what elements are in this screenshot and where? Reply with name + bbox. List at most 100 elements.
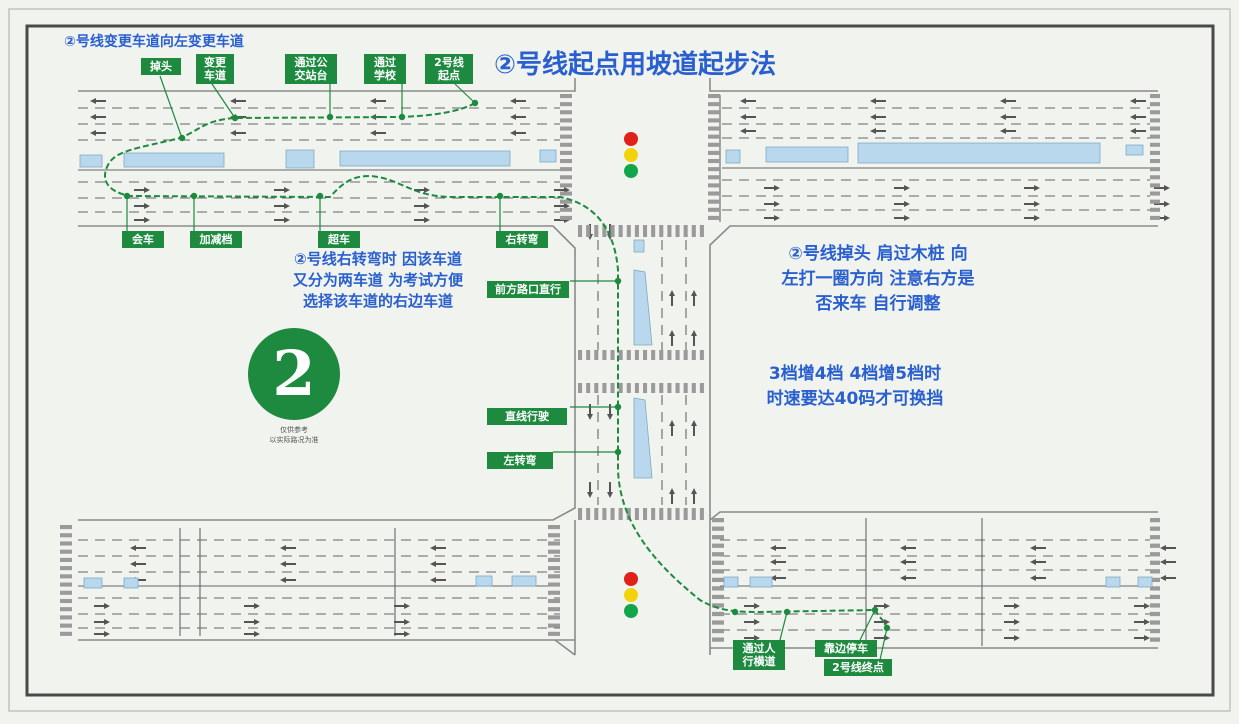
crosswalk-stripe	[626, 350, 631, 360]
crosswalk-stripe	[683, 350, 688, 360]
traffic-light-top	[624, 132, 638, 178]
crosswalk-stripe	[675, 508, 680, 520]
crosswalk-stripe	[659, 225, 664, 237]
label-change-lane: 变更 车道	[196, 54, 234, 84]
lane-arrow	[1004, 635, 1020, 641]
crosswalk-stripe	[586, 350, 591, 360]
crosswalk-stripe	[708, 126, 720, 131]
crosswalk-stripe	[675, 225, 680, 237]
lane-arrow	[1130, 114, 1146, 120]
lane-arrow	[90, 98, 106, 104]
crosswalk-stripe	[618, 383, 623, 393]
lane-arrow	[691, 330, 697, 346]
crosswalk-stripe	[712, 620, 724, 625]
crosswalk-stripe	[610, 225, 615, 237]
lane-arrow	[669, 488, 675, 504]
crosswalk-stripe	[560, 207, 572, 212]
crosswalk-stripe	[1150, 102, 1160, 107]
crosswalk-stripe	[699, 508, 704, 520]
lane-arrow	[1000, 114, 1016, 120]
lane-arrow	[134, 187, 150, 193]
crosswalk-stripe	[691, 383, 696, 393]
lane-arrow	[900, 559, 916, 565]
inner-frame	[25, 24, 1215, 697]
lane-arrow	[669, 290, 675, 306]
crosswalk-stripe	[1150, 207, 1160, 212]
crosswalk-stripe	[708, 215, 720, 220]
crosswalk-stripe	[560, 167, 572, 172]
lane-arrow	[280, 577, 296, 583]
lane-arrow	[370, 98, 386, 104]
crosswalk-stripe	[712, 586, 724, 591]
lane-arrow	[764, 185, 780, 191]
lane-arrow	[430, 545, 446, 551]
crosswalk-stripe	[712, 543, 724, 548]
crosswalk-stripe	[560, 134, 572, 139]
crosswalk-stripe	[708, 175, 720, 180]
lane-arrow	[510, 130, 526, 136]
crosswalk-stripe	[594, 225, 599, 237]
lane-arrow	[744, 619, 760, 625]
label-gear-change: 加减档	[190, 231, 242, 248]
crosswalk-stripe	[634, 225, 639, 237]
crosswalk-stripe	[60, 582, 72, 587]
crosswalk-stripe	[708, 199, 720, 204]
crosswalk-stripe	[651, 350, 656, 360]
lane-arrow	[230, 98, 246, 104]
lane-arrow	[1024, 201, 1040, 207]
crosswalk-stripe	[1150, 126, 1160, 131]
lane-arrow	[280, 561, 296, 567]
crosswalk-stripe	[1150, 526, 1160, 531]
crosswalk-stripe	[712, 577, 724, 582]
crosswalk-stripe	[618, 225, 623, 237]
crosswalk-stripe	[1150, 183, 1160, 188]
lane-arrow	[90, 130, 106, 136]
crosswalk-stripe	[548, 541, 560, 546]
lane-arrow	[94, 603, 110, 609]
crosswalk-stripe	[667, 350, 672, 360]
lane-arrow	[744, 603, 760, 609]
crosswalk-stripe	[691, 350, 696, 360]
crosswalk-stripe	[1150, 118, 1160, 123]
lane-arrow	[370, 130, 386, 136]
road-outline	[78, 78, 1158, 656]
crosswalk-stripe	[712, 560, 724, 565]
crosswalk-stripe	[712, 526, 724, 531]
crosswalk-stripe	[712, 594, 724, 600]
lane-arrow	[230, 130, 246, 136]
lane-arrow	[770, 545, 786, 551]
lane-arrow	[430, 561, 446, 567]
lane-arrow	[1154, 215, 1170, 221]
lane-arrow	[691, 420, 697, 436]
lane-arrow	[669, 420, 675, 436]
lane-arrow	[414, 217, 430, 223]
lane-arrow	[1154, 185, 1170, 191]
crosswalk-stripe	[60, 607, 72, 612]
lane-arrow	[94, 631, 110, 637]
crosswalk-stripe	[712, 569, 724, 574]
label-pass-bus-stop: 通过公 交站台	[285, 54, 337, 84]
lane-arrow	[1154, 201, 1170, 207]
direction-arrows	[90, 98, 1176, 641]
crosswalk-stripe	[560, 94, 572, 99]
label-straight-drive: 直线行驶	[487, 408, 567, 425]
label-pass-school: 通过 学校	[364, 54, 406, 84]
lane-arrow	[394, 603, 410, 609]
crosswalk-stripe	[560, 126, 572, 131]
lane-arrow	[607, 404, 613, 420]
crosswalk-stripe	[60, 631, 72, 636]
crosswalk-stripe	[602, 508, 607, 520]
crosswalk-stripe	[1150, 535, 1160, 540]
crosswalk-stripe	[548, 525, 560, 530]
crosswalk-stripe	[1150, 199, 1160, 204]
crosswalk-stripe	[1150, 142, 1160, 147]
crosswalk-stripe	[708, 110, 720, 115]
lane-arrow	[94, 619, 110, 625]
crosswalk-stripe	[60, 566, 72, 571]
crosswalk-stripe	[667, 383, 672, 393]
lane-arrow	[430, 577, 446, 583]
lane-arrow	[1134, 635, 1150, 641]
crosswalk-stripe	[1150, 586, 1160, 591]
crosswalk-stripe	[560, 110, 572, 115]
disclaimer-motto: 仅供参考 以实际路况为准	[269, 426, 319, 444]
